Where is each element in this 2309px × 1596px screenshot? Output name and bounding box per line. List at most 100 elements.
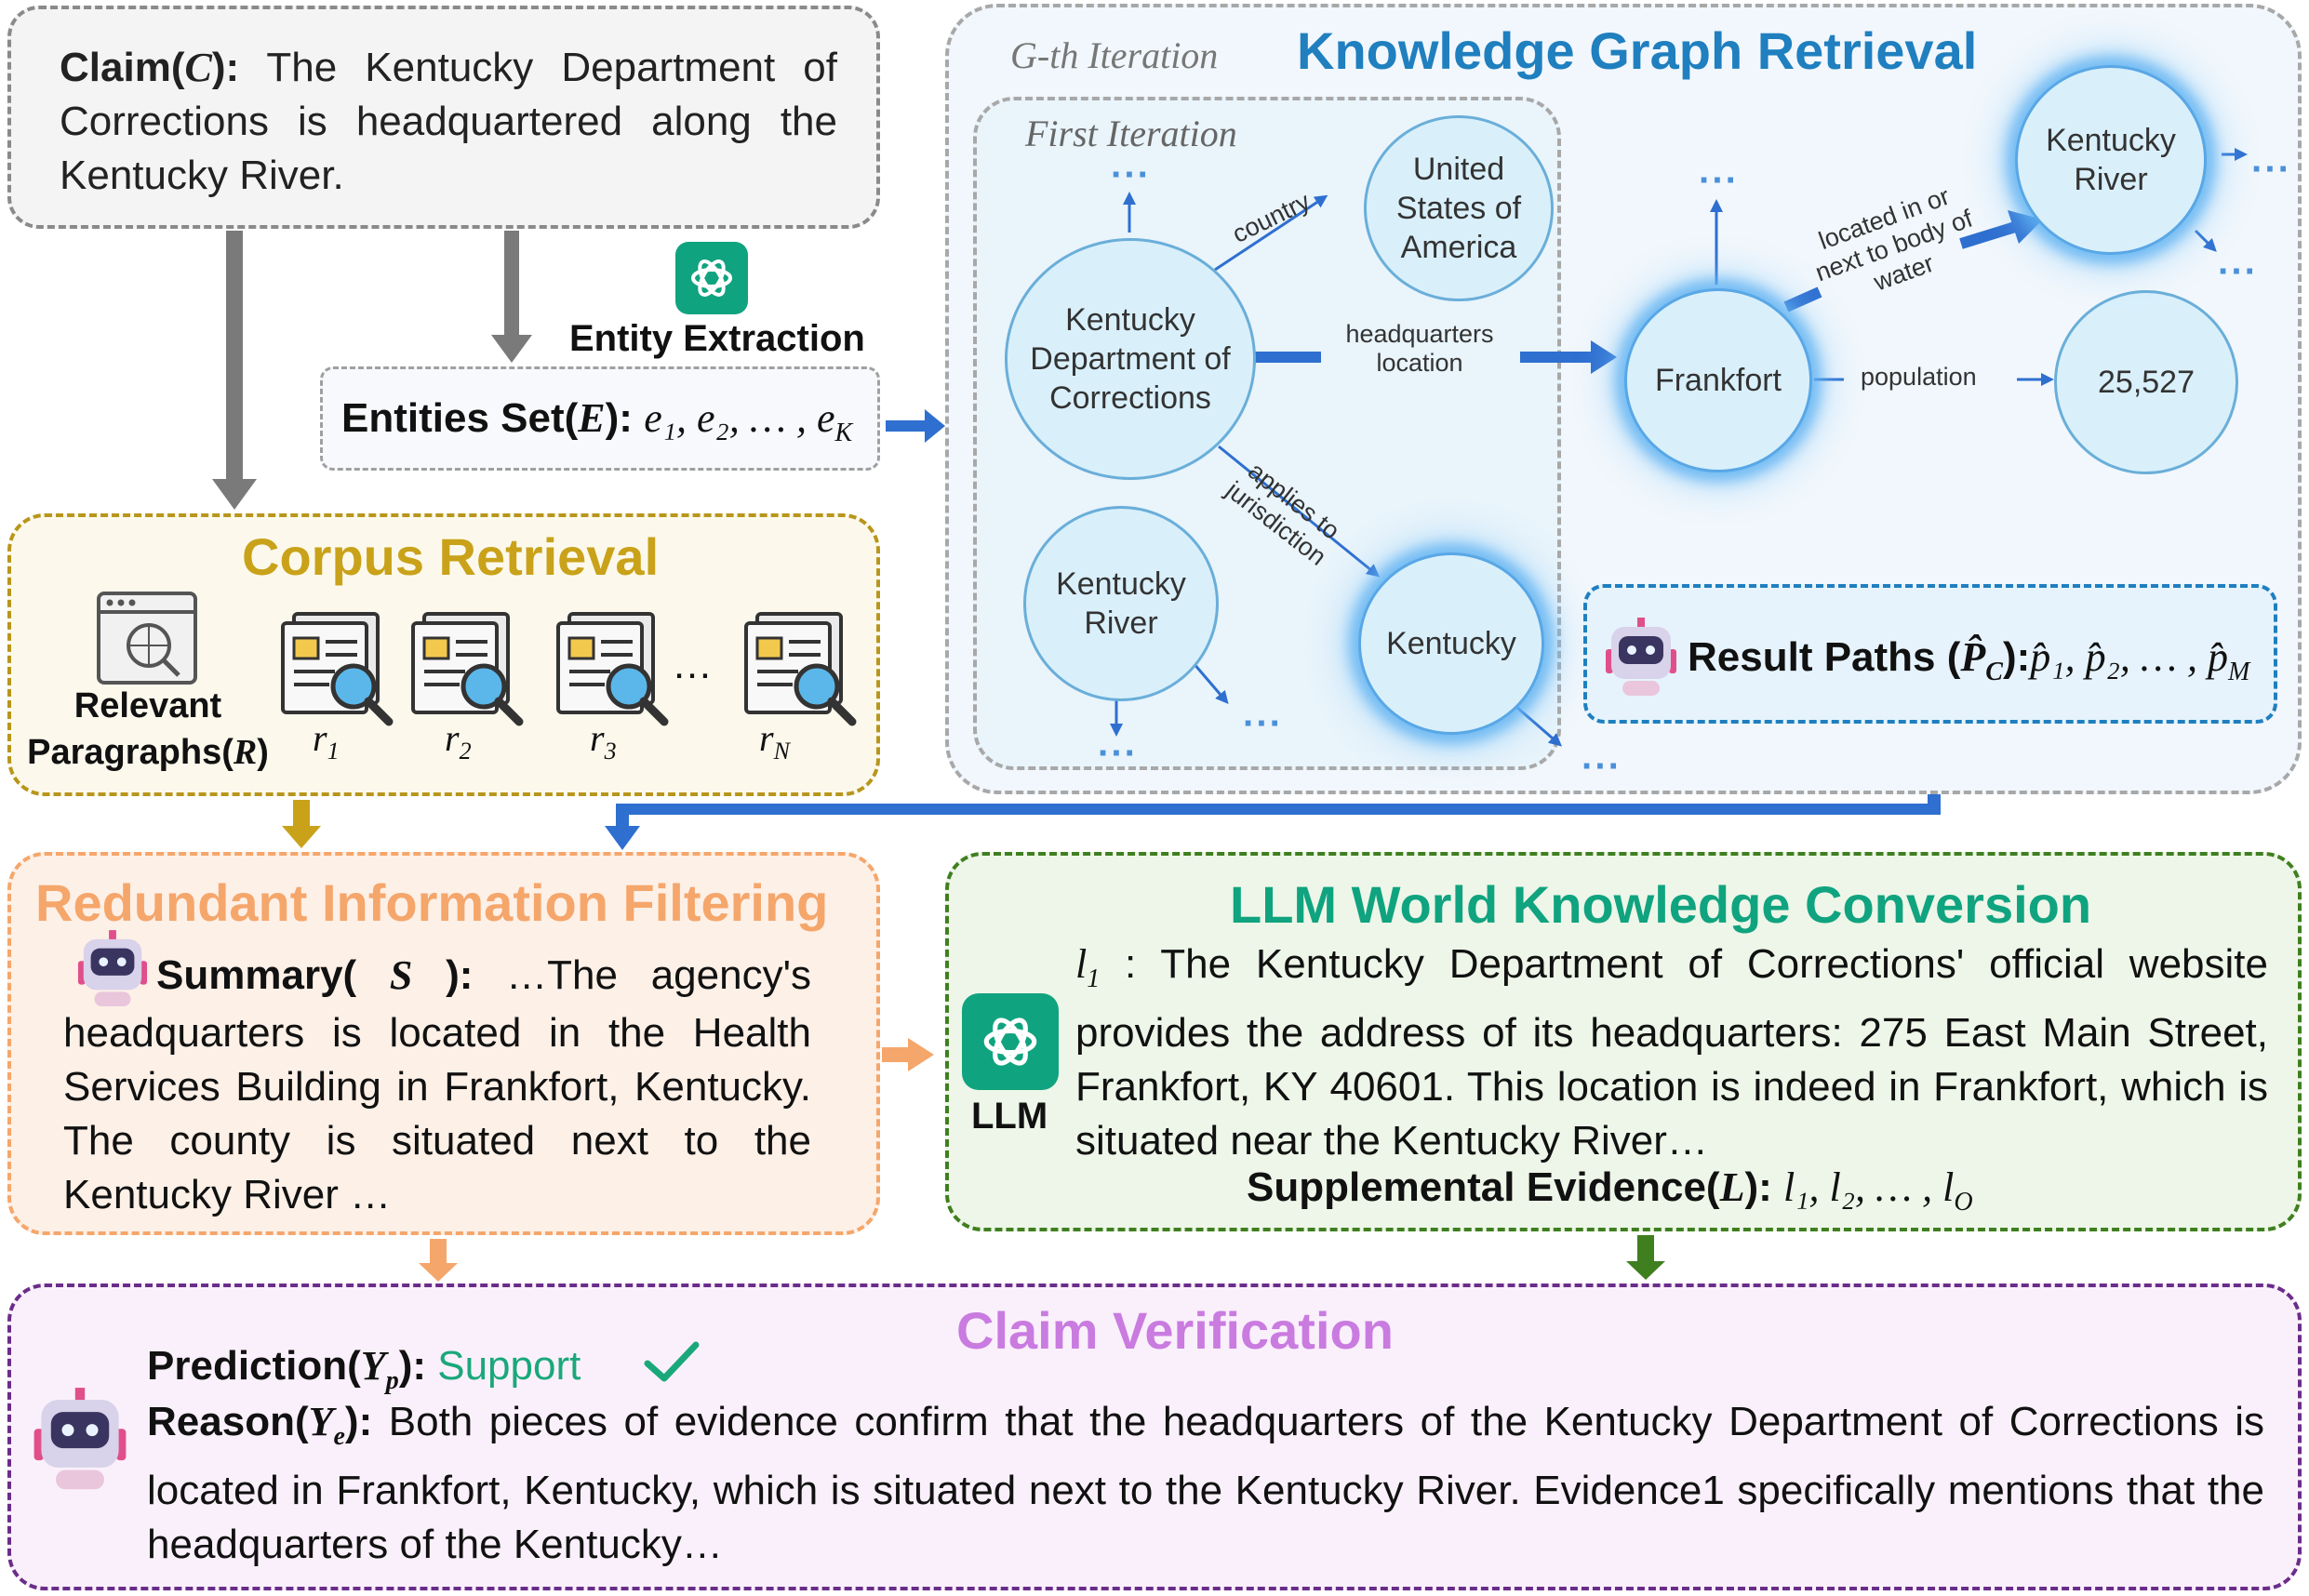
node-population-value: 25,527 <box>2054 290 2238 474</box>
llm-gpt-icon <box>962 993 1059 1090</box>
llm-box <box>945 852 2302 1231</box>
claim-to-corpus-arrow <box>212 231 257 510</box>
filtering-title: Redundant Information Filtering <box>35 873 829 932</box>
entity-extraction-label: Entity Extraction <box>569 318 865 359</box>
reason-text: Reason(Ye): Both pieces of evidence conf… <box>147 1395 2264 1572</box>
llm-evidence-text: l1 : The Kentucky Department of Correcti… <box>1075 938 2268 1168</box>
result-paths-text: Result Paths (P̂C):p̂₁, p̂₂, … , p̂M <box>1688 632 2249 698</box>
claim-label-close: ): <box>211 45 240 90</box>
relevant-paragraphs-label: Relevant Paragraphs(R) <box>22 683 274 776</box>
support-check-icon <box>644 1339 700 1386</box>
result-paths-symbol: P̂ <box>1960 634 1986 680</box>
filtering-to-llm-arrow <box>882 1038 934 1071</box>
openai-logo-icon <box>691 259 732 297</box>
openai-logo-icon <box>983 1017 1037 1066</box>
reason-label: Reason( <box>147 1399 309 1444</box>
claim-symbol: C <box>184 45 212 90</box>
result-paths-close: ): <box>2002 634 2031 680</box>
web-search-icon <box>97 592 197 685</box>
reason-content: Both pieces of evidence confirm that the… <box>147 1399 2264 1567</box>
relevant-label-line2: Paragraphs( <box>27 733 234 772</box>
filtering-to-verification-arrow <box>419 1239 458 1282</box>
entities-set-text: Entities Set(E): e₁, e₂, … , eK <box>341 393 852 459</box>
result-paths-box: Result Paths (P̂C):p̂₁, p̂₂, … , p̂M <box>1583 584 2277 724</box>
dots-kriver-outer-diag: ··· <box>2218 251 2258 292</box>
entities-set-close: ): <box>605 395 633 441</box>
relevant-label-close: ) <box>257 733 269 772</box>
result-paths-sub: C <box>1985 657 2003 686</box>
doc-label-3: r3 <box>590 717 617 765</box>
entities-set-sub: K <box>834 418 853 447</box>
corpus-to-filtering-arrow <box>282 800 321 848</box>
supplemental-sub: O <box>1954 1187 1973 1217</box>
supplemental-label: Supplemental Evidence( <box>1247 1164 1720 1210</box>
llm-item-symbol: l <box>1075 941 1088 987</box>
dots-kentucky-out: ··· <box>1582 746 1622 787</box>
result-paths-label: Result Paths ( <box>1688 634 1961 680</box>
result-paths-formula: p̂₁, p̂₂, … , p̂ <box>2030 634 2228 680</box>
supplemental-formula: l₁, l₂, … , l <box>1783 1164 1955 1210</box>
llm-icon-label: LLM <box>971 1096 1048 1137</box>
g-iteration-label: G-th Iteration <box>1010 34 1219 76</box>
node-united-states-of-america: United States of America <box>1364 115 1554 301</box>
node-kentucky: Kentucky <box>1358 552 1544 735</box>
entities-set-box: Entities Set(E): e₁, e₂, … , eK <box>320 366 880 471</box>
robot-icon <box>1604 618 1678 698</box>
first-iteration-label: First Iteration <box>1025 113 1237 154</box>
node-frankfort: Frankfort <box>1624 288 1812 472</box>
entities-to-kg-arrow <box>886 409 945 443</box>
entity-extraction-gpt-icon <box>675 242 748 314</box>
summary-close: ): <box>412 952 474 998</box>
edge-label-population: population <box>1861 363 1977 391</box>
dots-frankfort-up: ··· <box>1699 160 1739 201</box>
dots-kriver-inner-down: ··· <box>1098 733 1138 774</box>
claim-content: The Kentucky Department of Corrections i… <box>60 45 837 198</box>
reason-symbol: Y <box>308 1399 334 1444</box>
doc-label-n: rN <box>759 717 790 765</box>
doc-label-2: r2 <box>445 717 472 765</box>
prediction-value: Support <box>437 1343 581 1389</box>
summary-first-line: Summary( S ): …The agency's <box>156 949 811 1003</box>
node-kentucky-department-of-corrections: Kentucky Department of Corrections <box>1005 238 1256 480</box>
entities-set-symbol: E <box>578 395 606 441</box>
verification-title: Claim Verification <box>956 1301 1394 1360</box>
kg-retrieval-title: Knowledge Graph Retrieval <box>1297 21 1978 80</box>
summary-symbol: S <box>389 952 413 998</box>
claim-text: Claim(C): The Kentucky Department of Cor… <box>60 41 837 203</box>
claim-box: Claim(C): The Kentucky Department of Cor… <box>7 6 880 229</box>
node-kentucky-river-outer: Kentucky River <box>2015 65 2207 255</box>
corpus-retrieval-title: Corpus Retrieval <box>242 527 660 586</box>
prediction-symbol: Y <box>360 1343 386 1389</box>
claim-to-entities-arrow <box>491 231 532 363</box>
result-paths-formula-sub: M <box>2228 657 2250 686</box>
verification-box <box>7 1283 2302 1590</box>
reason-close: ): <box>344 1399 373 1444</box>
relevant-label-symbol: R <box>233 733 258 772</box>
filtering-box <box>7 852 880 1235</box>
prediction-line: Prediction(Yp): Support <box>147 1339 581 1408</box>
supplemental-symbol: L <box>1719 1164 1745 1210</box>
summary-text-first: …The agency's <box>473 952 811 998</box>
entities-set-formula: e₁, e₂, … , e <box>644 395 835 441</box>
dots-kriver-outer-right: ··· <box>2251 149 2291 190</box>
dots-kdoc-up: ··· <box>1111 154 1151 195</box>
llm-item-sub: 1 <box>1087 964 1101 993</box>
prediction-close: ): <box>398 1343 426 1389</box>
prediction-sub: p <box>385 1365 399 1395</box>
llm-item-text: : The Kentucky Department of Corrections… <box>1075 941 2268 1164</box>
edge-label-headquarters-location: headquarters location <box>1345 320 1494 377</box>
prediction-label: Prediction( <box>147 1343 361 1389</box>
dots-kriver-inner-diag: ··· <box>1243 703 1283 744</box>
summary-text: headquarters is located in the Health Se… <box>63 1010 811 1217</box>
supplemental-close: ): <box>1744 1164 1772 1210</box>
supplemental-evidence-line: Supplemental Evidence(L): l₁, l₂, … , lO <box>1247 1163 1973 1228</box>
node-kentucky-river-inner: Kentucky River <box>1023 506 1219 701</box>
reason-sub: e <box>333 1421 345 1451</box>
entities-set-label: Entities Set( <box>341 395 579 441</box>
robot-icon-summary <box>76 930 149 1008</box>
robot-icon-verification <box>32 1388 128 1492</box>
summary-label: Summary( <box>156 952 390 998</box>
claim-label: Claim( <box>60 45 185 90</box>
doc-label-1: r1 <box>313 717 340 765</box>
relevant-label-line1: Relevant <box>73 686 222 725</box>
